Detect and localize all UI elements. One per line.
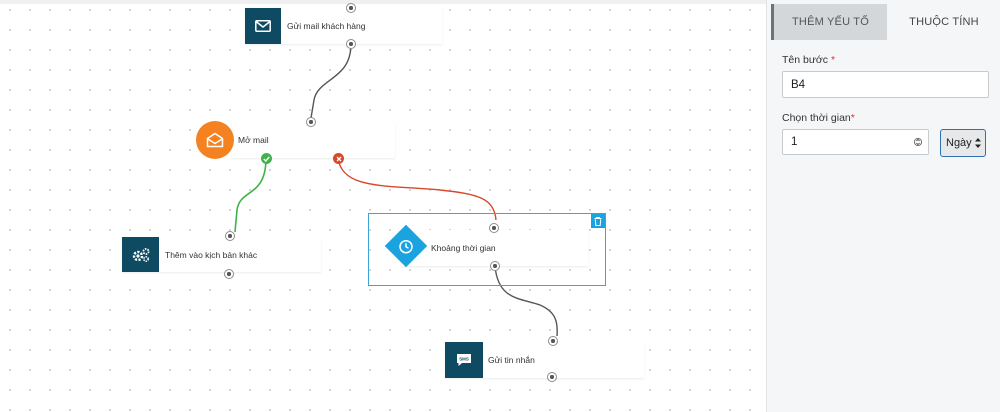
node-send-sms[interactable]: SMS Gửi tin nhắn bbox=[445, 342, 644, 378]
trash-icon[interactable] bbox=[591, 214, 605, 228]
connection-wires bbox=[234, 43, 558, 337]
node-label: Thêm vào kịch bản khác bbox=[165, 250, 258, 260]
canvas-top-rule bbox=[0, 0, 766, 4]
required-mark: * bbox=[830, 54, 836, 66]
tab-add-element[interactable]: THÊM YẾU TỐ bbox=[771, 4, 887, 40]
node-send-mail[interactable]: Gửi mail khách hàng bbox=[245, 8, 442, 44]
port-in[interactable] bbox=[306, 117, 316, 127]
port-out[interactable] bbox=[547, 372, 557, 382]
wire-open-yes-to-add-script bbox=[234, 157, 267, 233]
port-out[interactable] bbox=[490, 261, 500, 271]
cross-icon[interactable] bbox=[333, 153, 344, 164]
gears-icon bbox=[122, 237, 159, 272]
time-amount-input[interactable]: 1 bbox=[782, 129, 929, 155]
time-label-text: Chọn thời gian bbox=[782, 112, 851, 124]
updown-caret-icon bbox=[974, 136, 982, 150]
port-in[interactable] bbox=[225, 231, 235, 241]
check-icon[interactable] bbox=[261, 153, 272, 164]
sms-icon: SMS bbox=[445, 342, 483, 378]
workflow-canvas[interactable]: Gửi mail khách hàng Mở mail Thêm vào kịc… bbox=[0, 0, 766, 412]
step-name-value: B4 bbox=[791, 78, 806, 91]
node-open-mail[interactable]: Mở mail bbox=[232, 122, 395, 158]
node-label: Khoảng thời gian bbox=[431, 243, 496, 253]
clock-icon bbox=[384, 224, 428, 268]
selection-box bbox=[368, 213, 606, 286]
node-time-delay[interactable]: Khoảng thời gian bbox=[401, 230, 588, 266]
node-add-script[interactable]: Thêm vào kịch bản khác bbox=[122, 237, 321, 272]
properties-panel: THÊM YẾU TỐ THUỘC TÍNH Tên bước * B4 Chọ… bbox=[766, 0, 1000, 412]
port-in[interactable] bbox=[489, 223, 499, 233]
port-in[interactable] bbox=[346, 3, 356, 13]
sms-icon-text: SMS bbox=[459, 357, 469, 362]
time-amount-value: 1 bbox=[791, 136, 798, 148]
port-in[interactable] bbox=[548, 336, 558, 346]
step-name-label-text: Tên bước bbox=[782, 54, 829, 66]
wire-send-to-open bbox=[310, 43, 352, 119]
time-unit-select[interactable]: Ngày bbox=[940, 129, 986, 157]
port-out[interactable] bbox=[346, 39, 356, 49]
tab-properties[interactable]: THUỘC TÍNH bbox=[887, 4, 1000, 40]
step-name-input[interactable]: B4 bbox=[782, 71, 989, 98]
port-out[interactable] bbox=[224, 269, 234, 279]
node-label: Gửi mail khách hàng bbox=[287, 21, 366, 31]
step-name-label: Tên bước * bbox=[782, 54, 835, 66]
spinner-icon[interactable] bbox=[913, 135, 923, 149]
envelope-icon bbox=[245, 8, 281, 44]
open-envelope-icon bbox=[196, 121, 234, 159]
required-mark: * bbox=[850, 112, 855, 124]
time-label: Chọn thời gian* bbox=[782, 112, 855, 124]
time-unit-value: Ngày bbox=[946, 137, 972, 149]
node-label: Mở mail bbox=[238, 135, 269, 145]
node-label: Gửi tin nhắn bbox=[488, 355, 535, 365]
panel-tabs: THÊM YẾU TỐ THUỘC TÍNH bbox=[771, 4, 1000, 40]
wire-open-no-to-delay bbox=[337, 157, 497, 221]
